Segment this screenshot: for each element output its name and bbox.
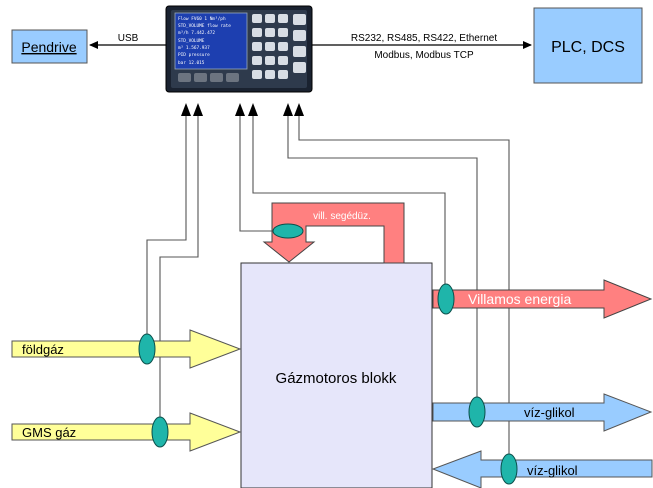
natural-gas-label: földgáz — [22, 342, 64, 357]
screen-line: bar 12.015 — [178, 60, 205, 66]
sensor-glycol-out — [469, 397, 485, 427]
pendrive-label: Pendrive — [21, 39, 76, 55]
engine-label: Gázmotoros blokk — [276, 370, 397, 387]
screen-line: Flow FV60 1 Nm³/ph — [178, 16, 226, 22]
signal-line-gms-gas — [160, 113, 198, 432]
screen-line: m³/h 7.442.472 — [178, 30, 215, 36]
sensor-aux-power — [273, 224, 303, 238]
screen-line: m³ 1.567.937 — [178, 45, 210, 51]
comm-label-1: RS232, RS485, RS422, Ethernet — [351, 33, 497, 44]
electric-label: Villamos energia — [468, 291, 571, 307]
glycol-in-label: víz-glikol — [527, 463, 578, 478]
engine-block: Gázmotoros blokk — [241, 263, 432, 488]
sensor-natural-gas — [139, 334, 155, 364]
screen-line: STD_VOLUME — [178, 38, 205, 44]
sensor-electric — [438, 284, 454, 314]
aux-power-label: vill. segédüz. — [313, 211, 371, 222]
electric-arrow: Villamos energia — [433, 280, 651, 318]
screen-line: STD_VOLUME flow rate — [178, 23, 231, 29]
screen-line: PID pressure — [178, 52, 210, 58]
glycol-out-arrow: víz-glikol — [433, 394, 651, 431]
natural-gas-arrow: földgáz — [12, 330, 240, 368]
signal-arrowheads — [181, 103, 304, 116]
glycol-in-arrow: víz-glikol — [433, 451, 652, 488]
comm-label-2: Modbus, Modbus TCP — [374, 50, 474, 61]
sensor-glycol-in — [501, 454, 517, 484]
flow-computer-device: Flow FV60 1 Nm³/ph STD_VOLUME flow rate … — [166, 6, 312, 92]
signal-line-natural-gas — [147, 113, 186, 345]
pendrive-box: Pendrive — [12, 30, 87, 63]
gms-gas-label: GMS gáz — [22, 425, 76, 440]
usb-label: USB — [118, 33, 139, 44]
sensor-gms-gas — [152, 417, 168, 447]
plc-label: PLC, DCS — [551, 39, 625, 56]
gms-gas-arrow: GMS gáz — [12, 413, 240, 451]
glycol-out-label: víz-glikol — [524, 405, 575, 420]
plc-box: PLC, DCS — [534, 8, 642, 83]
